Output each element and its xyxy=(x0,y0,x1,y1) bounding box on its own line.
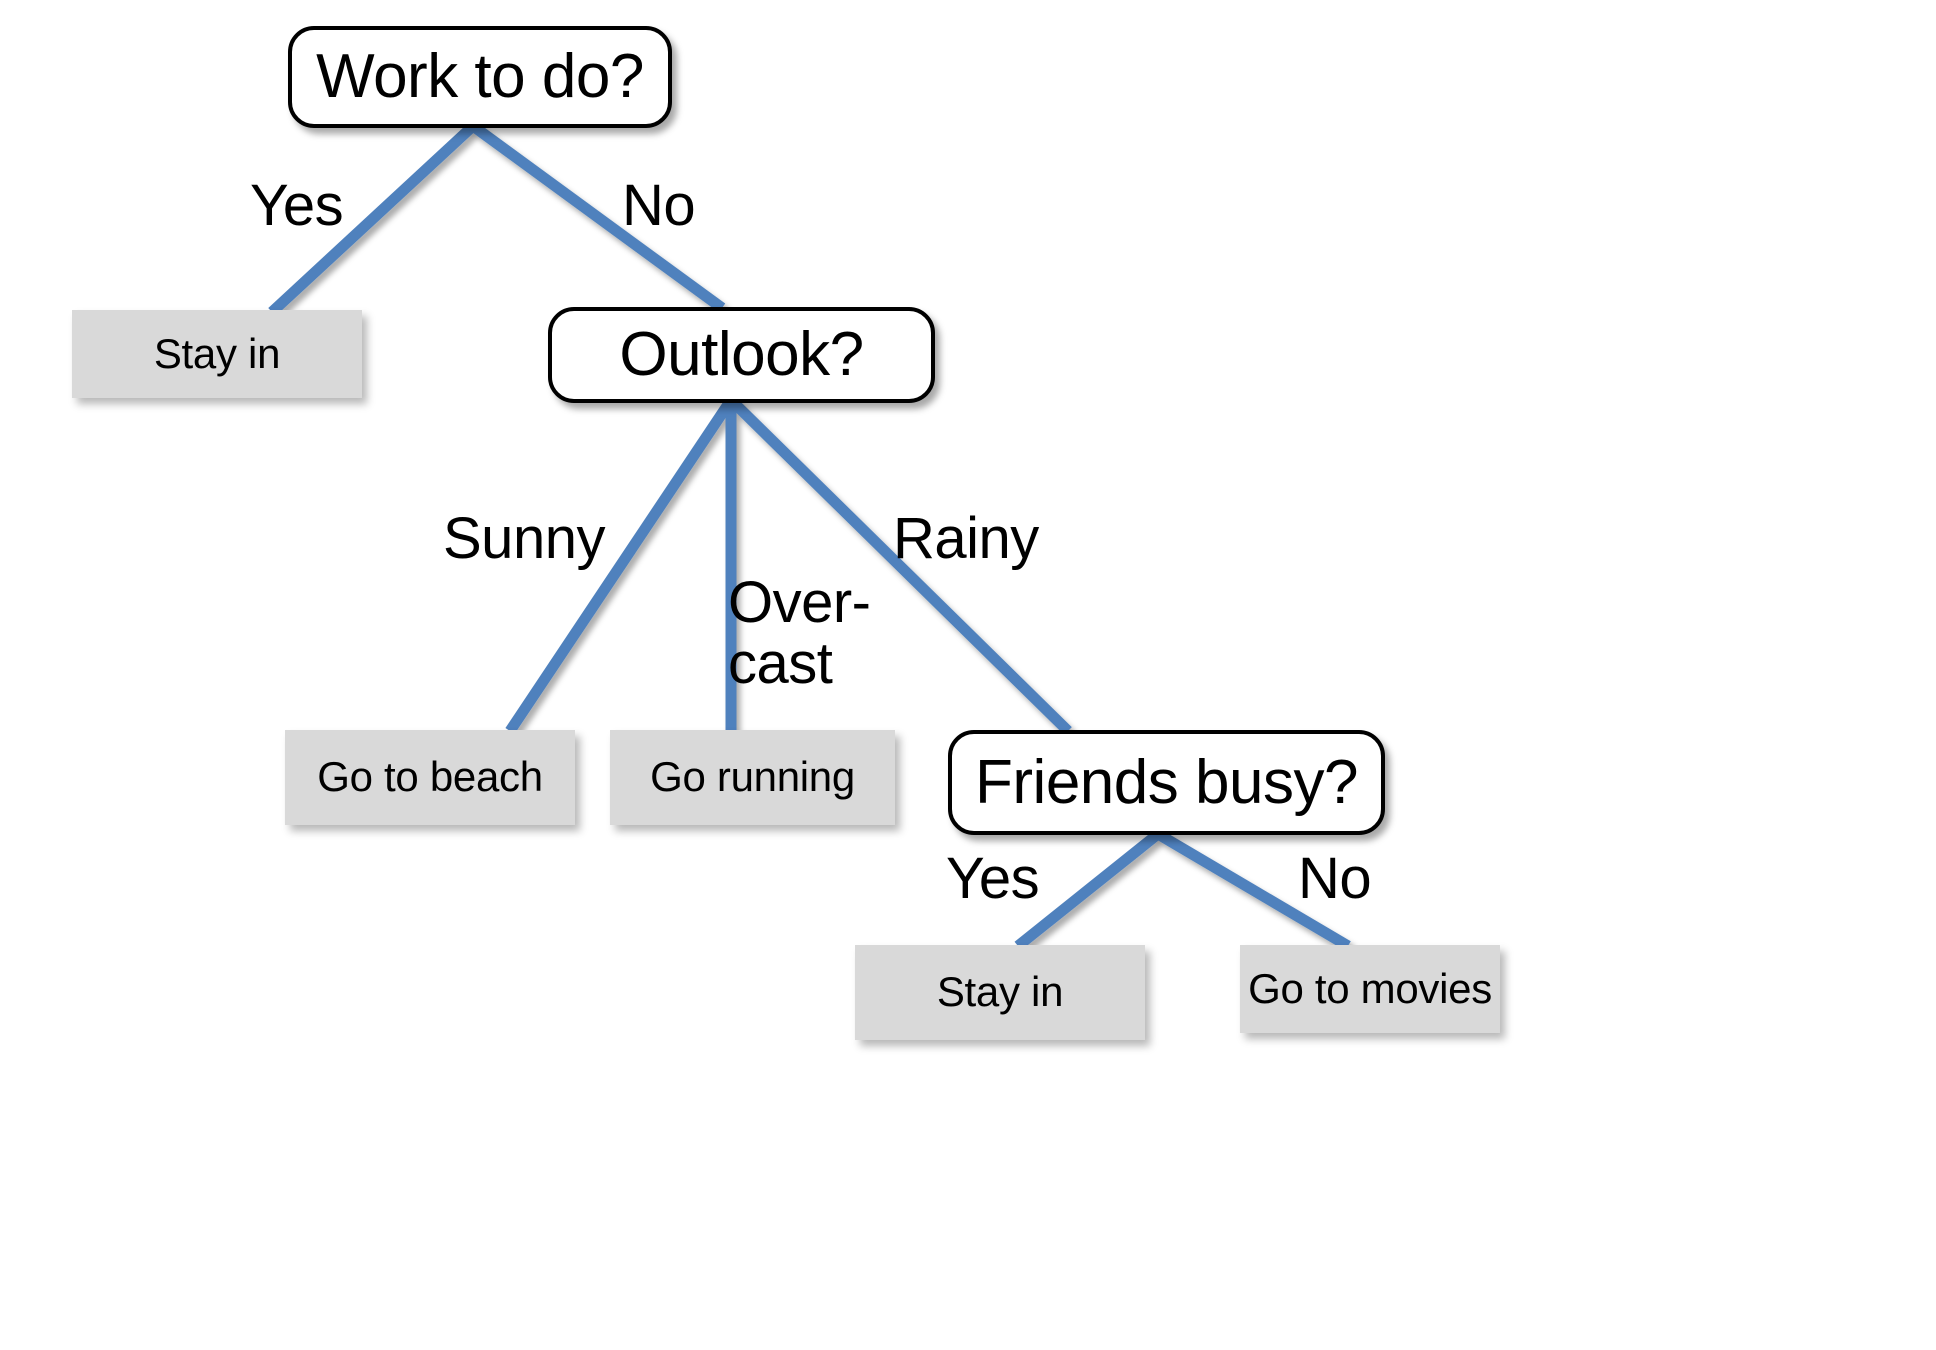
node-outlook[interactable]: Outlook? xyxy=(548,307,935,403)
node-stay-in-work[interactable]: Stay in xyxy=(72,310,362,398)
edge-label-outlook-overcast: Over- cast xyxy=(728,570,871,697)
node-label: Go to movies xyxy=(1248,964,1492,1012)
node-go-to-movies[interactable]: Go to movies xyxy=(1240,945,1500,1033)
node-work-to-do[interactable]: Work to do? xyxy=(288,26,672,128)
node-label: Go to beach xyxy=(317,753,543,801)
node-go-running[interactable]: Go running xyxy=(610,730,895,825)
node-go-to-beach[interactable]: Go to beach xyxy=(285,730,575,825)
edge-label-outlook-rainy: Rainy xyxy=(893,506,1039,571)
node-label: Stay in xyxy=(936,968,1064,1016)
node-label: Outlook? xyxy=(619,320,864,390)
edge-label-friends-yes: Yes xyxy=(946,846,1040,911)
node-label: Stay in xyxy=(153,329,281,377)
node-label: Go running xyxy=(650,753,855,801)
node-label: Work to do? xyxy=(316,42,644,112)
node-stay-in-friends[interactable]: Stay in xyxy=(855,945,1145,1040)
edge-label-friends-no: No xyxy=(1298,846,1372,911)
node-friends-busy[interactable]: Friends busy? xyxy=(948,730,1385,835)
edge-label-outlook-sunny: Sunny xyxy=(443,506,605,571)
edge-label-work-no: No xyxy=(622,173,696,238)
edge-label-work-yes: Yes xyxy=(250,173,344,238)
node-label: Friends busy? xyxy=(975,747,1358,817)
